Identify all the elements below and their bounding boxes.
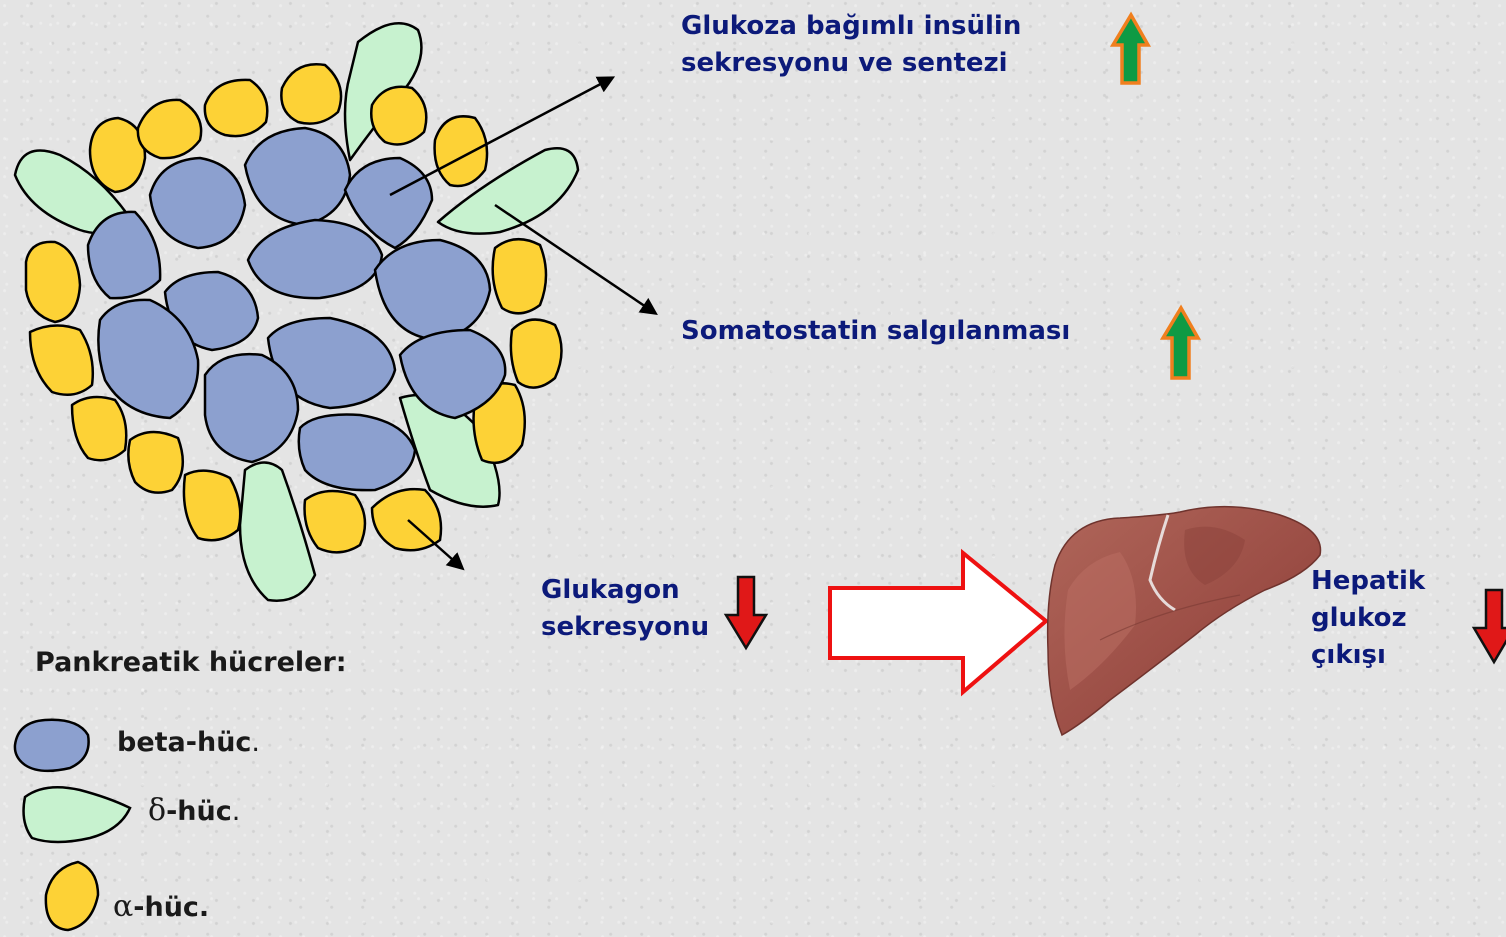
- alpha-cell-legend-icon: [46, 862, 98, 930]
- liver-illustration: [1048, 507, 1321, 735]
- somatostatin-effect-label: Somatostatin salgılanması: [681, 313, 1070, 350]
- beta-cell: [205, 354, 298, 462]
- alpha-cell: [493, 239, 546, 313]
- alpha-cell: [184, 471, 240, 541]
- legend-delta-label: δ-hüc.: [148, 793, 240, 830]
- alpha-cell: [511, 320, 562, 388]
- legend-beta-label: beta-hüc.: [117, 725, 260, 761]
- beta-cell: [299, 415, 415, 491]
- alpha-cell: [72, 397, 126, 460]
- somatostatin-up-arrow-icon: [1163, 308, 1198, 378]
- beta-cell: [245, 128, 350, 225]
- hepatic-glucose-output-label: Hepatik glukoz çıkışı: [1311, 563, 1425, 674]
- delta-cell-legend-icon: [24, 787, 130, 842]
- alpha-cell: [26, 242, 80, 322]
- insulin-up-arrow-icon: [1113, 15, 1148, 83]
- alpha-cell: [281, 64, 341, 123]
- alpha-cell: [205, 80, 267, 136]
- alpha-cell: [138, 100, 201, 158]
- delta-cell: [240, 463, 315, 601]
- beta-cell: [88, 212, 160, 298]
- legend-alpha-label: α-hüc.: [113, 889, 209, 926]
- block-arrow-to-liver: [830, 553, 1046, 692]
- beta-cell: [375, 240, 490, 340]
- alpha-cell: [435, 116, 487, 186]
- hepatic-down-arrow-icon: [1474, 590, 1506, 662]
- beta-cell: [248, 220, 382, 298]
- glucagon-effect-label: Glukagon sekresyonu: [541, 572, 709, 646]
- beta-cell-legend-icon: [15, 720, 89, 771]
- alpha-cell: [30, 325, 93, 394]
- glucagon-down-arrow-icon: [726, 577, 766, 648]
- alpha-cell: [371, 87, 426, 145]
- pancreatic-islet: [15, 23, 578, 600]
- insulin-effect-label: Glukoza bağımlı insülin sekresyonu ve se…: [681, 8, 1021, 82]
- alpha-cell: [305, 491, 365, 552]
- legend-title: Pankreatik hücreler:: [35, 645, 347, 681]
- alpha-cell: [128, 432, 182, 493]
- beta-cell: [150, 158, 245, 248]
